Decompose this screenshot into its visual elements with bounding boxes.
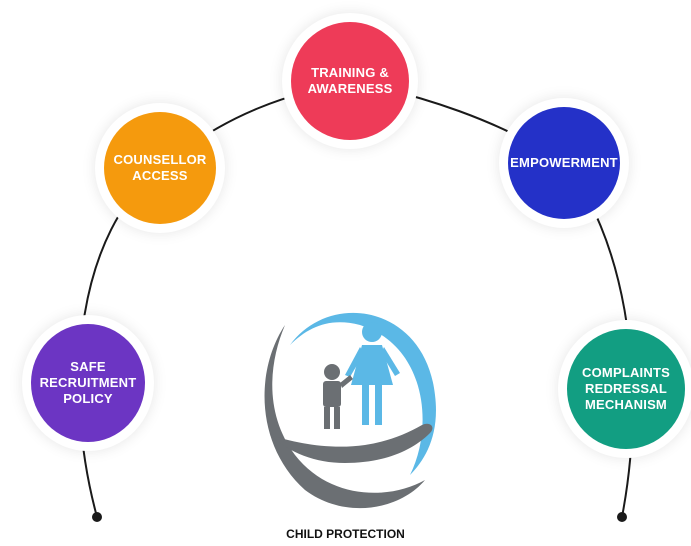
emblem-adult — [345, 322, 400, 425]
arc-end-dot-right — [617, 512, 627, 522]
node-training-awareness: TRAINING & AWARENESS — [291, 22, 409, 140]
emblem-child — [323, 364, 353, 429]
node-empowerment: EMPOWERMENT — [508, 107, 620, 219]
node-empowerment-label: EMPOWERMENT — [510, 155, 618, 170]
child-protection-emblem-icon — [264, 312, 436, 509]
node-complaints-redressal: COMPLAINTS REDRESSAL MECHANISM — [567, 329, 685, 449]
node-complaints-label: COMPLAINTS REDRESSAL MECHANISM — [582, 365, 670, 412]
node-training-label: TRAINING & AWARENESS — [307, 65, 393, 96]
node-counsellor-label: COUNSELLOR ACCESS — [113, 152, 207, 183]
diagram-title: CHILD PROTECTION — [286, 527, 405, 541]
node-counsellor-access: COUNSELLOR ACCESS — [104, 112, 216, 224]
arc-end-dot-left — [92, 512, 102, 522]
node-recruitment-label: SAFE RECRUITMENT POLICY — [39, 359, 137, 406]
emblem-hand — [270, 423, 433, 463]
emblem-gray-arc — [264, 325, 425, 509]
node-safe-recruitment-policy: SAFE RECRUITMENT POLICY — [31, 324, 145, 442]
emblem-blue-arc — [290, 312, 436, 475]
